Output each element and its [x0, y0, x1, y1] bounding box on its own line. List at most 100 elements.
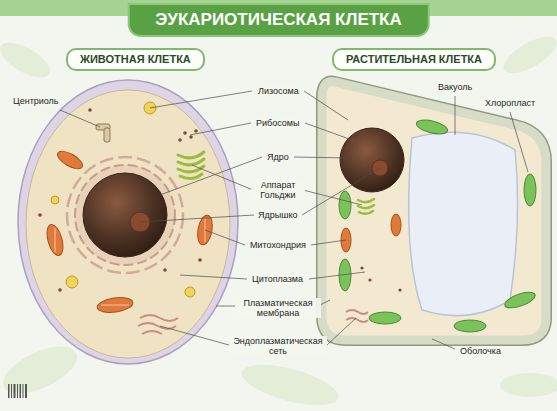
part-label: Аппарат Гольджи [251, 180, 305, 200]
mitochondrion [55, 148, 85, 172]
cell-heading: ЖИВОТНАЯ КЛЕТКА [80, 53, 191, 66]
endoplasmic-reticulum [346, 310, 368, 322]
golgi-apparatus [178, 152, 204, 158]
mitochondrion [391, 214, 401, 236]
chloroplast [503, 289, 537, 311]
ribosome [88, 108, 92, 112]
part-label: Эндоплазматическая сеть [229, 336, 327, 356]
animal-cell [26, 90, 230, 358]
background [0, 36, 55, 85]
leader-line [302, 168, 380, 215]
background [0, 337, 84, 403]
leader-line [160, 157, 262, 195]
ribosome [350, 138, 401, 291]
mitochondrion [96, 296, 134, 315]
leader-line [294, 157, 350, 158]
centriole [96, 124, 110, 142]
golgi-apparatus [180, 174, 202, 179]
leader-line [150, 91, 252, 108]
ribosome [178, 138, 182, 142]
ribosome [398, 288, 401, 291]
animal-cell [18, 80, 238, 364]
mitochondrion-crista [101, 305, 129, 306]
ribosome [189, 135, 193, 139]
ribosome [38, 108, 202, 292]
leader-line [455, 96, 456, 135]
endoplasmic-reticulum [138, 323, 176, 329]
endoplasmic-reticulum [142, 331, 162, 334]
part-label: Лизосома [257, 86, 300, 96]
cell-heading-box: ЖИВОТНАЯ КЛЕТКА [66, 48, 205, 71]
ribosome [198, 258, 202, 262]
leader-line [303, 190, 362, 205]
barcode [14, 384, 16, 398]
leader-line [432, 339, 455, 349]
barcode [11, 384, 12, 398]
leader-line [160, 326, 229, 345]
plant-cell [322, 82, 546, 340]
lysosome [66, 276, 78, 288]
part-label: Ядро [266, 152, 290, 162]
cell-heading-box: РАСТИТЕЛЬНАЯ КЛЕТКА [332, 48, 496, 71]
leader-line [190, 123, 251, 135]
leader-line [311, 240, 346, 245]
leader-line [180, 275, 247, 279]
chloroplast [339, 191, 351, 219]
ribosome [360, 266, 363, 269]
centriole [104, 128, 110, 142]
plant-cell [322, 82, 546, 340]
chloroplast [524, 174, 536, 206]
part-label: Оболочка [459, 346, 502, 356]
plant-cell [340, 128, 404, 192]
leader-line [140, 215, 254, 222]
leader-line [327, 318, 356, 345]
mitochondrion [44, 148, 214, 315]
endoplasmic-reticulum [346, 310, 368, 314]
endoplasmic-reticulum [138, 315, 178, 334]
mitochondrion [341, 214, 401, 252]
chloroplast [415, 117, 449, 136]
golgi-apparatus [358, 199, 374, 214]
barcode [17, 384, 18, 398]
ribosome [163, 268, 167, 272]
endoplasmic-reticulum [140, 315, 178, 321]
chloroplast [454, 320, 486, 332]
leader-line [309, 272, 365, 279]
leader-line [60, 110, 100, 127]
leader-line [60, 91, 528, 349]
leader-line [305, 123, 352, 140]
lysosome [51, 196, 59, 204]
animal-cell [75, 165, 175, 265]
ribosome [58, 288, 62, 292]
plant-cell [322, 82, 546, 340]
ribosome [38, 213, 42, 217]
barcode [8, 384, 10, 398]
plant-cell [409, 132, 518, 315]
part-label: Центриоль [12, 96, 60, 106]
golgi-apparatus [178, 166, 204, 172]
leader-line [205, 230, 245, 245]
barcode [20, 384, 22, 398]
part-label: Плазматическая мембрана [235, 298, 321, 318]
part-label: Хлоропласт [484, 98, 536, 108]
ribosome [194, 129, 198, 133]
chloroplast [339, 117, 537, 332]
lysosome [51, 102, 195, 297]
golgi-apparatus [359, 211, 373, 214]
barcode [8, 384, 27, 398]
golgi-apparatus [358, 199, 374, 202]
part-label: Ядрышко [257, 210, 299, 220]
cell-heading: РАСТИТЕЛЬНАЯ КЛЕТКА [346, 53, 482, 66]
golgi-apparatus [178, 159, 204, 165]
part-label: Рибосомы [255, 118, 300, 128]
golgi-apparatus [358, 205, 374, 208]
animal-cell [67, 157, 183, 273]
mitochondrion-crista [55, 218, 205, 305]
ribosome [354, 144, 357, 147]
leader-line [510, 112, 528, 172]
barcode [25, 384, 27, 398]
background [498, 30, 557, 81]
chloroplast [369, 312, 401, 324]
